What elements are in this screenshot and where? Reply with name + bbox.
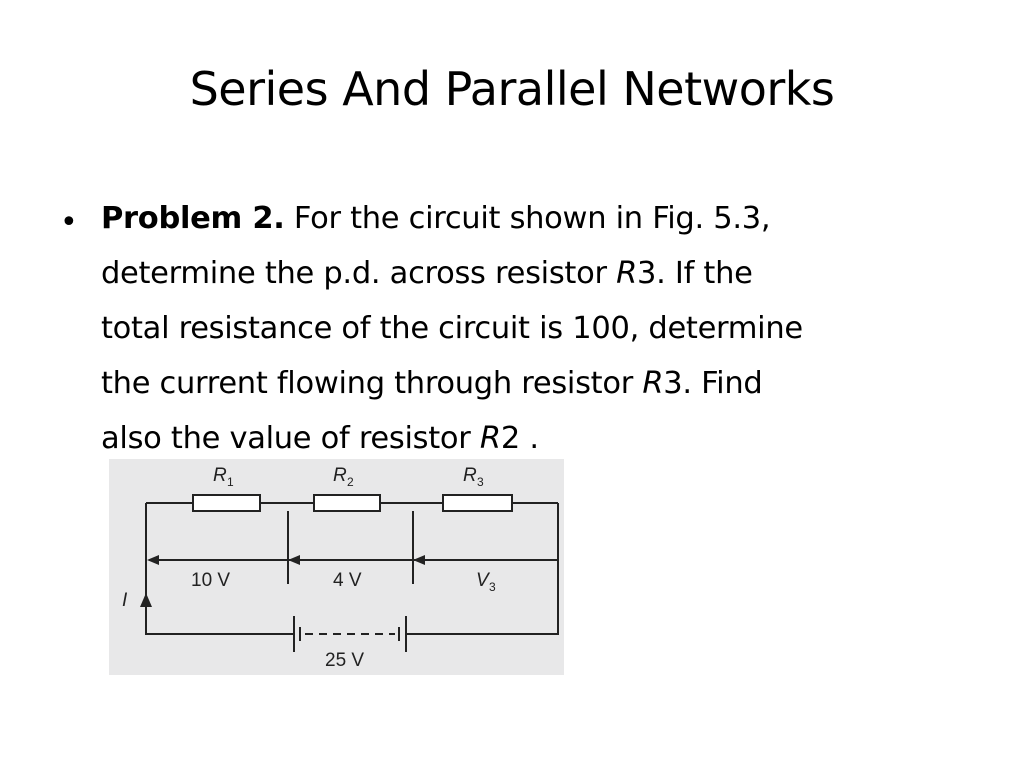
current-arrow	[140, 593, 152, 607]
outer-wire	[145, 503, 559, 635]
r2-label-sub: 2	[347, 475, 354, 489]
problem-line-4: the current flowing through resistor R3.…	[101, 366, 763, 401]
problem-line-2: determine the p.d. across resistor R3. I…	[101, 256, 753, 291]
voltage-arrow-2	[288, 555, 300, 565]
resistor-r1	[192, 494, 261, 512]
problem-text: Problem 2. For the circuit shown in Fig.…	[101, 191, 981, 466]
circuit-background	[109, 459, 564, 675]
resistor-r3	[442, 494, 513, 512]
voltage-label-3-sub: 3	[489, 580, 496, 594]
voltage-label-1: 10 V	[191, 570, 230, 591]
supply-voltage-label: 25 V	[325, 650, 364, 671]
voltage-label-3-letter: V	[476, 570, 491, 591]
r3-label-sub: 3	[477, 475, 484, 489]
voltage-label-2: 4 V	[333, 570, 362, 591]
r1-label-letter: R	[213, 465, 227, 486]
problem-line-3: total resistance of the circuit is 100, …	[101, 311, 803, 346]
voltage-arrow-3	[413, 555, 425, 565]
bullet-point: •	[60, 205, 78, 240]
problem-line-5: also the value of resistor R2 .	[101, 421, 539, 456]
resistor-r2	[313, 494, 381, 512]
voltage-arrow-1	[147, 555, 159, 565]
circuit-diagram: R 1 R 2 R 3 10 V 4 V V 3 I 25 V	[109, 459, 564, 675]
r3-label-letter: R	[463, 465, 477, 486]
current-label: I	[122, 590, 128, 611]
problem-line-1: Problem 2. For the circuit shown in Fig.…	[101, 201, 771, 236]
r1-label-sub: 1	[227, 475, 234, 489]
problem-label: Problem 2.	[101, 201, 285, 236]
slide-title: Series And Parallel Networks	[189, 62, 835, 116]
r2-label-letter: R	[333, 465, 347, 486]
